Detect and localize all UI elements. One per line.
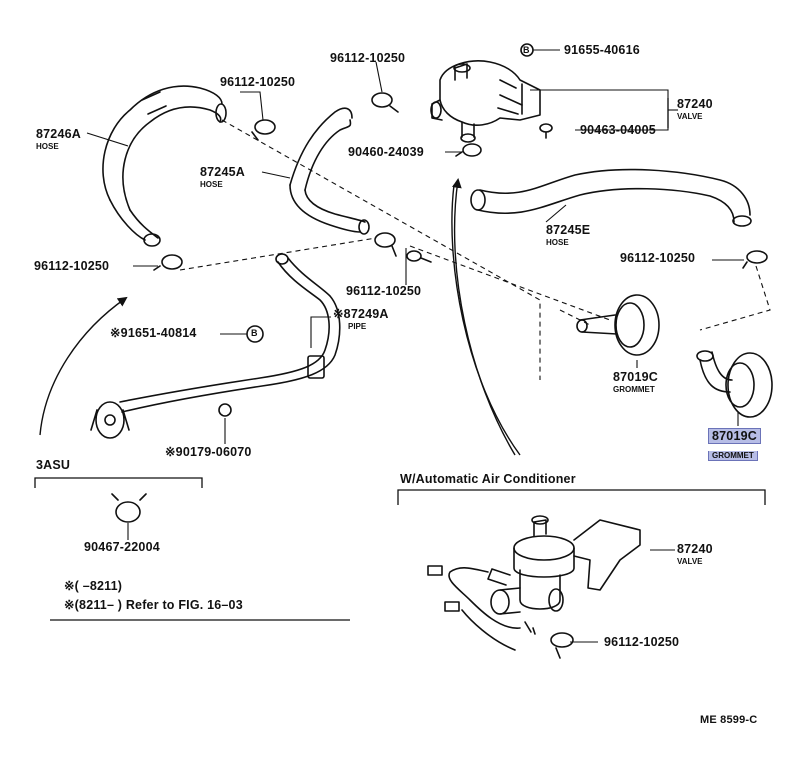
label-87245a-hose: HOSE bbox=[200, 180, 223, 189]
figure-code: ME 8599-C bbox=[700, 714, 758, 726]
highlighted-part[interactable]: 87019C GROMMET bbox=[708, 427, 761, 463]
grommet-87019c-right bbox=[696, 350, 773, 418]
label-87245a: 87245A bbox=[200, 165, 245, 179]
label-engine-3asu: 3ASU bbox=[36, 458, 71, 472]
label-87245e: 87245E bbox=[546, 223, 591, 237]
label-87246a: 87246A bbox=[36, 127, 81, 141]
note-line-1: ※( –8211) bbox=[64, 579, 123, 593]
callout-letter-top: B bbox=[523, 45, 530, 55]
label-clamp-left: 96112-10250 bbox=[34, 259, 110, 273]
label-bolt-90463: 90463-04005 bbox=[580, 123, 656, 137]
label-plug-91655: 91655-40616 bbox=[564, 43, 640, 57]
label-grommet-right: 87019C bbox=[708, 428, 761, 444]
label-grommet-mid-sub: GROMMET bbox=[613, 385, 655, 394]
label-nut-90179: ※90179-06070 bbox=[165, 445, 252, 459]
label-grommet-right-sub: GROMMET bbox=[708, 451, 758, 461]
label-clamp-top-left: 96112-10250 bbox=[220, 75, 296, 89]
section-title-ac: W/Automatic Air Conditioner bbox=[400, 472, 576, 486]
hose-87245a bbox=[289, 107, 370, 235]
pipe-87249a bbox=[90, 253, 341, 439]
grommet-87019c-mid bbox=[576, 294, 660, 356]
leader-lines bbox=[86, 49, 744, 643]
note-line-2: ※(8211– ) Refer to FIG. 16–03 bbox=[64, 598, 243, 612]
dashed-connections bbox=[179, 119, 771, 380]
label-grommet-mid: 87019C bbox=[613, 370, 658, 384]
flow-arrows bbox=[39, 178, 521, 456]
label-valve-87240-top: 87240 bbox=[677, 97, 713, 111]
label-87245e-hose: HOSE bbox=[546, 238, 569, 247]
hose-87246a bbox=[102, 85, 227, 247]
valve-87240-bottom bbox=[427, 515, 641, 651]
label-pipe-87249a: ※87249A bbox=[333, 307, 389, 321]
label-87246a-hose: HOSE bbox=[36, 142, 59, 151]
label-valve-bottom-sub: VALVE bbox=[677, 557, 703, 566]
valve-87240-top bbox=[430, 60, 541, 143]
label-clamp-90460: 90460-24039 bbox=[348, 145, 424, 159]
hose-87245e bbox=[470, 168, 752, 227]
label-clamp-right: 96112-10250 bbox=[620, 251, 696, 265]
label-clamp-top-mid: 96112-10250 bbox=[330, 51, 406, 65]
callout-letter-b: B bbox=[251, 328, 258, 338]
label-pipe-sub: PIPE bbox=[348, 322, 367, 331]
label-clamp-center: 96112-10250 bbox=[346, 284, 422, 298]
label-clip-90467: 90467-22004 bbox=[84, 540, 160, 554]
label-bolt-91651: ※91651-40814 bbox=[110, 326, 197, 340]
section-brackets bbox=[34, 98, 766, 621]
label-valve-87240-bottom: 87240 bbox=[677, 542, 713, 556]
label-clamp-bottom: 96112-10250 bbox=[604, 635, 680, 649]
label-valve-top-sub: VALVE bbox=[677, 112, 703, 121]
